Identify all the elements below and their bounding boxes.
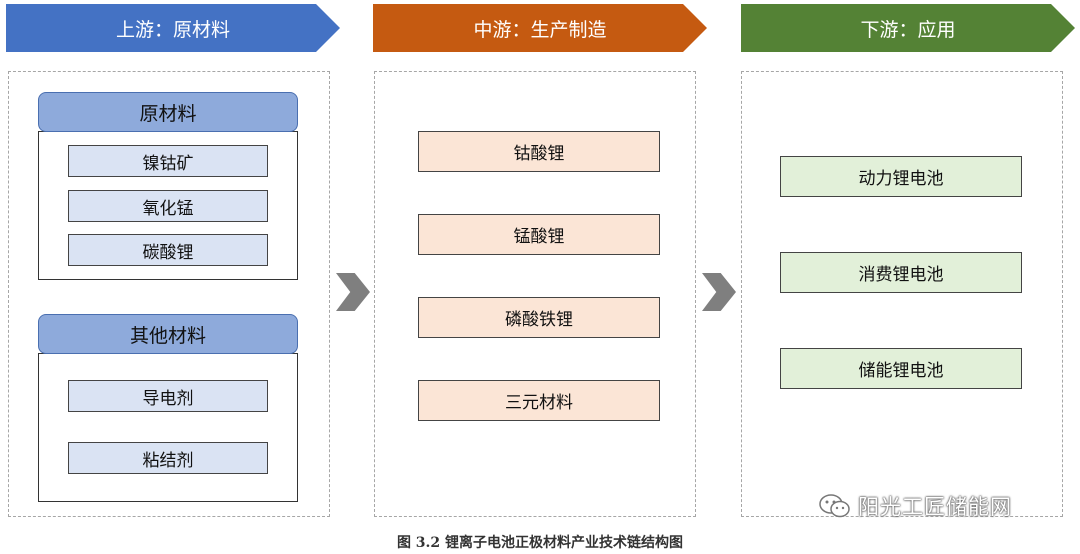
stage-header-midstream: 中游：生产制造 bbox=[373, 4, 707, 52]
other-material-item: 粘结剂 bbox=[68, 442, 268, 474]
upstream-column bbox=[8, 71, 330, 517]
midstream-item: 磷酸铁锂 bbox=[418, 297, 660, 338]
figure-caption: 图 3.2 锂离子电池正极材料产业技术链结构图 bbox=[396, 535, 684, 551]
downstream-item: 消费锂电池 bbox=[780, 252, 1022, 293]
downstream-column bbox=[741, 71, 1063, 517]
other-materials-title: 其他材料 bbox=[38, 314, 298, 354]
raw-material-item: 氧化锰 bbox=[68, 190, 268, 222]
stage-header-upstream: 上游：原材料 bbox=[6, 4, 340, 52]
raw-material-item: 碳酸锂 bbox=[68, 234, 268, 266]
midstream-item: 钴酸锂 bbox=[418, 131, 660, 172]
midstream-column bbox=[374, 71, 696, 517]
stage-header-downstream: 下游：应用 bbox=[741, 4, 1075, 52]
other-materials-box bbox=[38, 353, 298, 502]
raw-materials-title: 原材料 bbox=[38, 92, 298, 132]
arrow-right-icon bbox=[702, 273, 736, 311]
stage-header-label: 上游：原材料 bbox=[115, 18, 230, 41]
arrow-right-icon bbox=[336, 273, 370, 311]
downstream-item: 动力锂电池 bbox=[780, 156, 1022, 197]
other-material-item: 导电剂 bbox=[68, 380, 268, 412]
raw-material-item: 镍钴矿 bbox=[68, 145, 268, 177]
stage-header-label: 下游：应用 bbox=[860, 18, 956, 41]
stage-header-label: 中游：生产制造 bbox=[473, 18, 607, 41]
watermark: 阳光工匠储能网 bbox=[818, 490, 1012, 522]
watermark-text: 阳光工匠储能网 bbox=[858, 495, 1012, 519]
wechat-icon bbox=[818, 492, 852, 520]
midstream-item: 锰酸锂 bbox=[418, 214, 660, 255]
midstream-item: 三元材料 bbox=[418, 380, 660, 421]
downstream-item: 储能锂电池 bbox=[780, 348, 1022, 389]
